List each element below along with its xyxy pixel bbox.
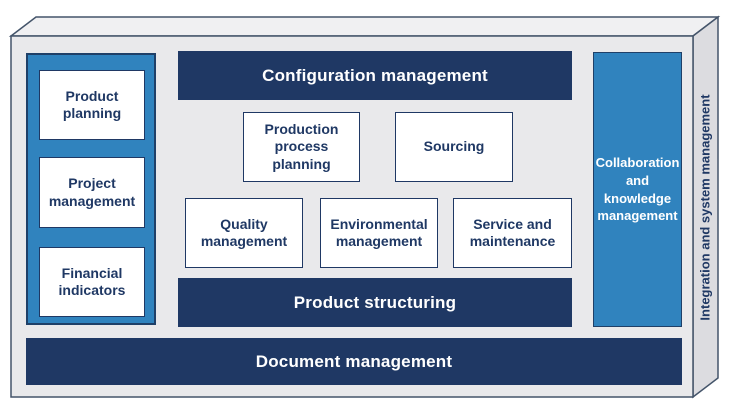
configuration-management-bar: Configuration management bbox=[178, 51, 572, 100]
production-process-planning-box: Production process planning bbox=[243, 112, 360, 182]
container-top-face bbox=[8, 16, 721, 37]
product-structuring-bar: Product structuring bbox=[178, 278, 572, 327]
planning-column: Product planning Project management Fina… bbox=[26, 53, 156, 325]
service-and-maintenance-label: Service and maintenance bbox=[469, 215, 556, 250]
project-management-label: Project management bbox=[48, 175, 136, 209]
production-process-planning-label: Production process planning bbox=[264, 120, 339, 172]
document-management-bar: Document management bbox=[26, 338, 682, 385]
collaboration-knowledge-label: Collaboration and knowledge management bbox=[595, 155, 680, 224]
sourcing-box: Sourcing bbox=[395, 112, 513, 182]
project-management-box: Project management bbox=[39, 157, 145, 228]
configuration-management-label: Configuration management bbox=[262, 65, 488, 85]
environmental-management-box: Environmental management bbox=[320, 198, 438, 268]
collaboration-knowledge-panel: Collaboration and knowledge management bbox=[593, 52, 682, 327]
product-planning-box: Product planning bbox=[39, 70, 145, 140]
document-management-label: Document management bbox=[255, 351, 453, 371]
quality-management-box: Quality management bbox=[185, 198, 303, 268]
environmental-management-label: Environmental management bbox=[330, 215, 428, 250]
sourcing-label: Sourcing bbox=[423, 138, 485, 155]
service-and-maintenance-box: Service and maintenance bbox=[453, 198, 572, 268]
integration-system-management-edge-label: Integration and system management bbox=[697, 94, 713, 321]
product-planning-label: Product planning bbox=[62, 87, 122, 122]
quality-management-label: Quality management bbox=[200, 215, 288, 250]
product-structuring-label: Product structuring bbox=[293, 292, 457, 312]
financial-indicators-label: Financial indicators bbox=[58, 264, 126, 299]
financial-indicators-box: Financial indicators bbox=[39, 247, 145, 317]
